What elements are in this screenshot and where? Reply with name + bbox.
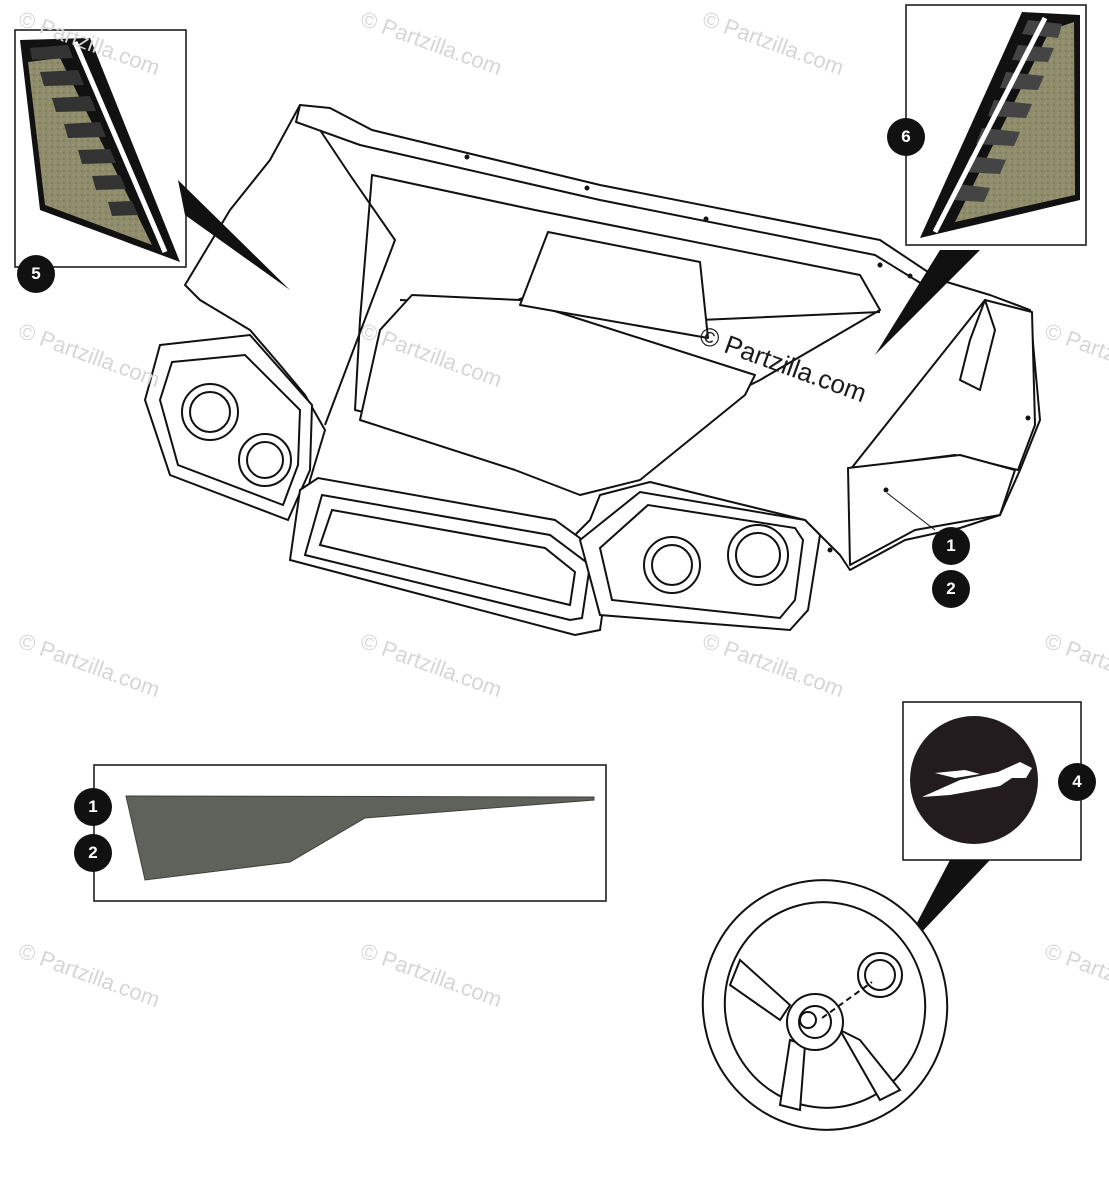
right-headlight [578, 490, 822, 632]
callout-4[interactable]: 4 [1058, 763, 1096, 801]
emblem-4-cat-logo [922, 762, 1032, 797]
front-grille [288, 476, 612, 637]
leader-hood-1-2 [886, 492, 936, 531]
callout-6[interactable]: 6 [887, 118, 925, 156]
hood-top-vent [519, 231, 709, 339]
decal-5-pointer [178, 180, 290, 290]
stripe-decal-group [93, 764, 607, 902]
callout-2-stripe[interactable]: 2 [74, 834, 112, 872]
hood-right-lower [847, 454, 1016, 566]
callout-2-hood[interactable]: 2 [932, 570, 970, 608]
callout-1-stripe[interactable]: 1 [74, 788, 112, 826]
decal-6-group [875, 4, 1087, 355]
hood-fastener-dots [464, 154, 1031, 553]
left-headlight [143, 333, 314, 522]
steering-wheel [701, 879, 949, 1131]
decal-6-pointer [875, 250, 980, 355]
decal-5-group [14, 29, 290, 290]
stripe-decal-frame [93, 764, 607, 902]
callout-1-hood[interactable]: 1 [932, 527, 970, 565]
stripe-decal-shape [125, 795, 595, 881]
emblem-4-group [900, 701, 1082, 955]
callout-5[interactable]: 5 [17, 255, 55, 293]
hood-assembly [184, 104, 1041, 571]
hood-center-opening [359, 294, 756, 496]
